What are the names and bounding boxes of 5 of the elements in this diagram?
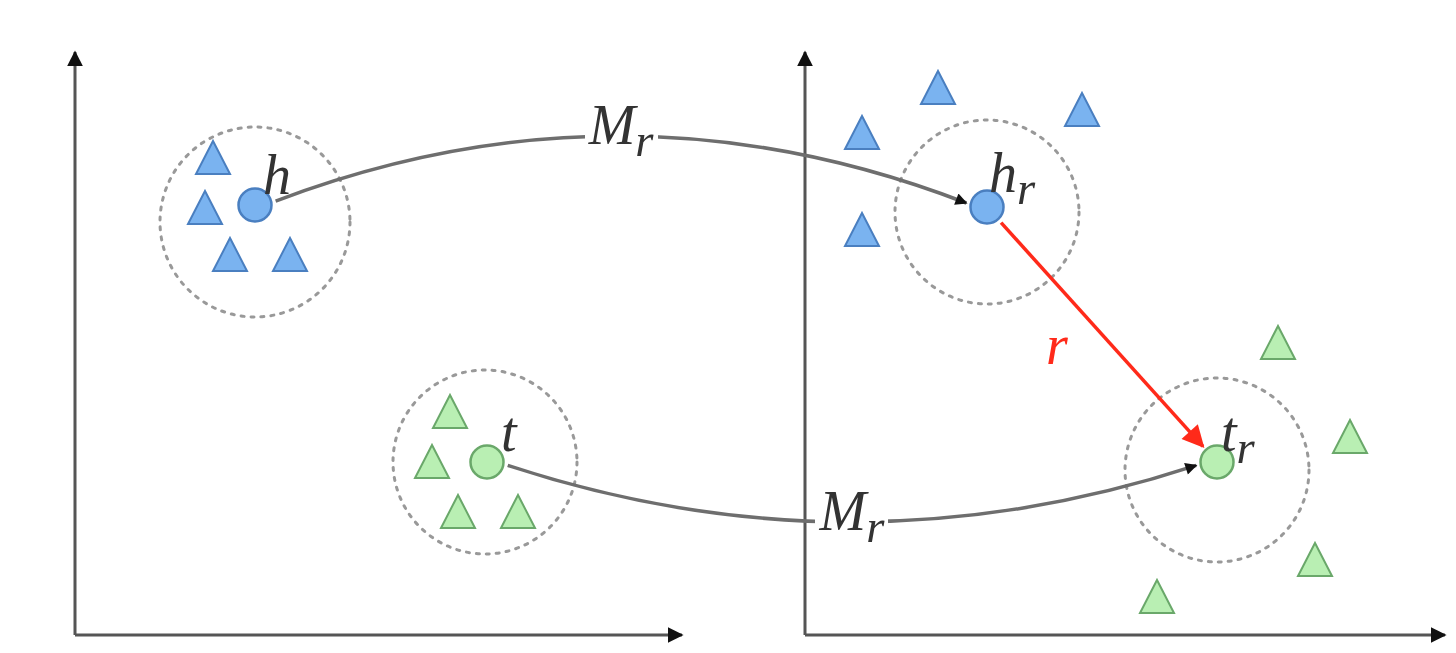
point-label: t bbox=[501, 404, 517, 460]
edge-label: r bbox=[1045, 316, 1069, 373]
point-label: t$_{r}$ bbox=[1221, 404, 1255, 471]
point-label: h bbox=[263, 147, 291, 203]
point-label: h$_{r}$ bbox=[989, 145, 1036, 212]
